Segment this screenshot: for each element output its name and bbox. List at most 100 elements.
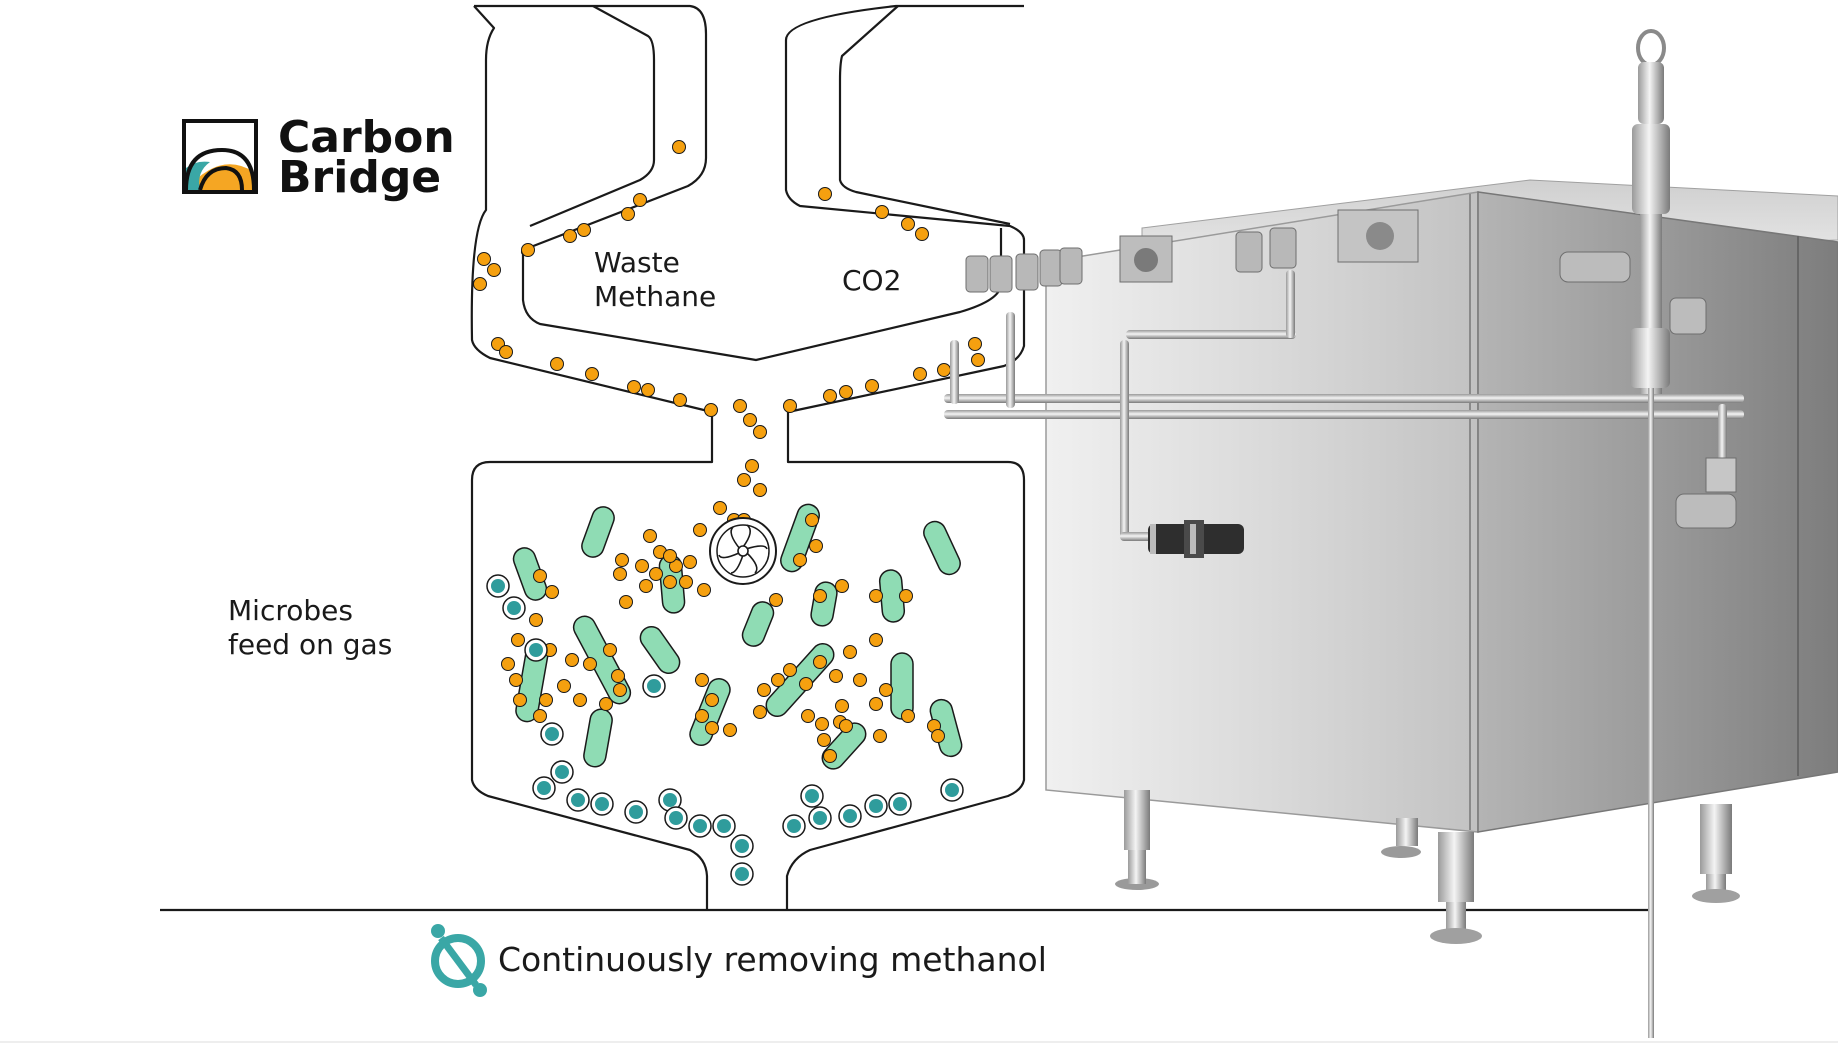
microbes-label-line2: feed on gas — [228, 628, 392, 661]
gas-particle — [823, 389, 837, 403]
gas-particle — [705, 693, 719, 707]
gas-particle — [673, 393, 687, 407]
microbe — [639, 625, 681, 675]
methane-inlet-outer-wall — [470, 5, 714, 455]
methanol-particle — [888, 792, 912, 816]
gas-particle — [509, 673, 523, 687]
gas-particle — [783, 399, 797, 413]
unit-legs — [1115, 790, 1740, 944]
gas-particle — [813, 589, 827, 603]
gas-particle — [839, 385, 853, 399]
methanol-particle — [532, 776, 556, 800]
microbe — [741, 601, 775, 647]
methanol-particle — [590, 792, 614, 816]
gas-particle — [793, 553, 807, 567]
gas-particle — [695, 673, 709, 687]
gas-particle — [873, 729, 887, 743]
impeller-icon — [709, 517, 777, 585]
gas-particle — [809, 539, 823, 553]
carbon-bridge-logo-icon — [182, 119, 258, 194]
gas-particle — [937, 363, 951, 377]
co2-inlet-outer-wall — [784, 4, 1026, 455]
gas-particle — [529, 613, 543, 627]
microbe — [689, 677, 731, 747]
brand-name-line2: Bridge — [278, 152, 441, 203]
co2-label: CO2 — [842, 264, 901, 297]
methanol-particle — [486, 574, 510, 598]
co2-channel-divider — [838, 5, 1011, 226]
gas-particle — [753, 705, 767, 719]
gas-particle — [663, 549, 677, 563]
gas-particle — [869, 633, 883, 647]
gas-particle — [643, 529, 657, 543]
methanol-particle — [808, 806, 832, 830]
gas-particle — [621, 207, 635, 221]
gas-particle — [585, 367, 599, 381]
gas-particle — [557, 679, 571, 693]
microbe — [583, 708, 613, 768]
gas-particle — [613, 567, 627, 581]
waste-methane-label-line1: Waste — [594, 246, 680, 279]
gas-particle — [513, 693, 527, 707]
gas-particle — [583, 657, 597, 671]
methanol-particle — [524, 638, 548, 662]
gas-particle — [817, 733, 831, 747]
gas-particle — [865, 379, 879, 393]
gas-particle — [853, 673, 867, 687]
methanol-particle — [624, 800, 648, 824]
gas-particle — [627, 380, 641, 394]
gas-particle — [913, 367, 927, 381]
gas-particle — [641, 383, 655, 397]
unit-side-panel — [1477, 191, 1838, 833]
gas-particle — [573, 693, 587, 707]
methanol-particle — [502, 596, 526, 620]
reactor-outline — [160, 4, 1650, 912]
gas-particle — [801, 709, 815, 723]
gas-particle — [487, 263, 501, 277]
gas-particle — [672, 140, 686, 154]
gas-particle — [869, 589, 883, 603]
methane-channel-divider — [529, 5, 656, 228]
gas-particle — [499, 345, 513, 359]
brand-name-line1: Carbon — [278, 112, 455, 163]
gas-particle — [843, 645, 857, 659]
brand-logo: Carbon Bridge — [182, 112, 455, 203]
gas-particle — [577, 223, 591, 237]
methanol-particle — [664, 806, 688, 830]
reactor-left-wall — [470, 455, 714, 910]
gas-particle — [745, 459, 759, 473]
gas-particle — [679, 575, 693, 589]
gas-particle — [511, 633, 525, 647]
gas-particle — [805, 513, 819, 527]
methanol-legend: Continuously removing methanol — [431, 924, 1047, 997]
gas-particle — [743, 413, 757, 427]
gas-particle — [835, 699, 849, 713]
gas-particle — [693, 523, 707, 537]
gas-particle — [695, 709, 709, 723]
gas-particle — [737, 473, 751, 487]
methanol-particle — [838, 804, 862, 828]
gas-particle — [663, 575, 677, 589]
gas-particle — [633, 193, 647, 207]
gas-particle — [705, 721, 719, 735]
microbe — [581, 506, 615, 558]
gas-particle — [649, 567, 663, 581]
microbes-label-line1: Microbes — [228, 594, 353, 627]
gas-particle — [615, 553, 629, 567]
microbe — [923, 520, 961, 576]
gas-particle — [565, 653, 579, 667]
bioreactor-unit-illustration — [944, 29, 1838, 1038]
gas-particle — [697, 583, 711, 597]
gas-particle — [477, 252, 491, 266]
gas-particle — [899, 589, 913, 603]
gas-particle — [835, 579, 849, 593]
methanol-particle — [688, 814, 712, 838]
gas-particle — [839, 719, 853, 733]
methanol-particle — [782, 814, 806, 838]
unit-front-panel — [1045, 191, 1479, 833]
methanol-particle — [550, 760, 574, 784]
gas-particle — [599, 697, 613, 711]
gas-particle — [753, 483, 767, 497]
methanol-particle — [800, 784, 824, 808]
inlet-channel-inner-wall — [474, 4, 1003, 362]
